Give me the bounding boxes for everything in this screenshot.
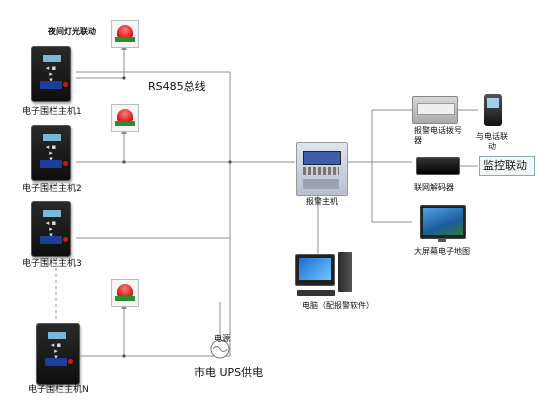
decoder-label: 联网解码器 [414,183,454,192]
alarm-light-icon [111,104,139,132]
alarm-light-icon [111,20,139,48]
night-light-label: 夜间灯光联动 [48,26,96,36]
big-screen-icon [420,205,466,239]
phone-icon [484,94,502,126]
computer-monitor-icon [295,254,335,286]
ups-label: 市电 UPS供电 [194,366,264,379]
power-label: 电源 [214,334,230,343]
host-n-label: 电子围栏主机N [28,385,89,395]
computer-tower-icon [338,252,352,292]
fence-host-icon: ◂ ▪ ▸▾ [31,125,71,181]
fence-host-icon: ◂ ▪ ▸▾ [31,201,71,257]
dialer-label: 报警电话拨号器 [414,126,462,145]
phone-label: 与电话联动 [476,132,508,151]
monitor-linkage-box: 监控联动 [479,156,535,176]
host-1-label: 电子围栏主机1 [22,107,82,117]
host-3-label: 电子围栏主机3 [22,259,82,269]
alarm-light-icon [111,279,139,307]
fence-host-icon: ◂ ▪ ▸▾ [36,323,80,385]
rs485-bus-label: RS485总线 [148,80,206,93]
alarm-host-icon [296,142,348,196]
dialer-icon [412,96,458,124]
fence-host-icon: ◂ ▪ ▸▾ [31,46,71,102]
screen-stand-icon [438,238,446,242]
pc-label: 电脑（配报警软件） [302,301,374,310]
decoder-icon [416,157,460,175]
monitor-linkage-label: 监控联动 [483,159,527,172]
big-screen-label: 大屏幕电子地图 [414,247,470,256]
host-2-label: 电子围栏主机2 [22,184,82,194]
keyboard-icon [297,290,335,296]
alarm-host-label: 报警主机 [306,197,338,206]
